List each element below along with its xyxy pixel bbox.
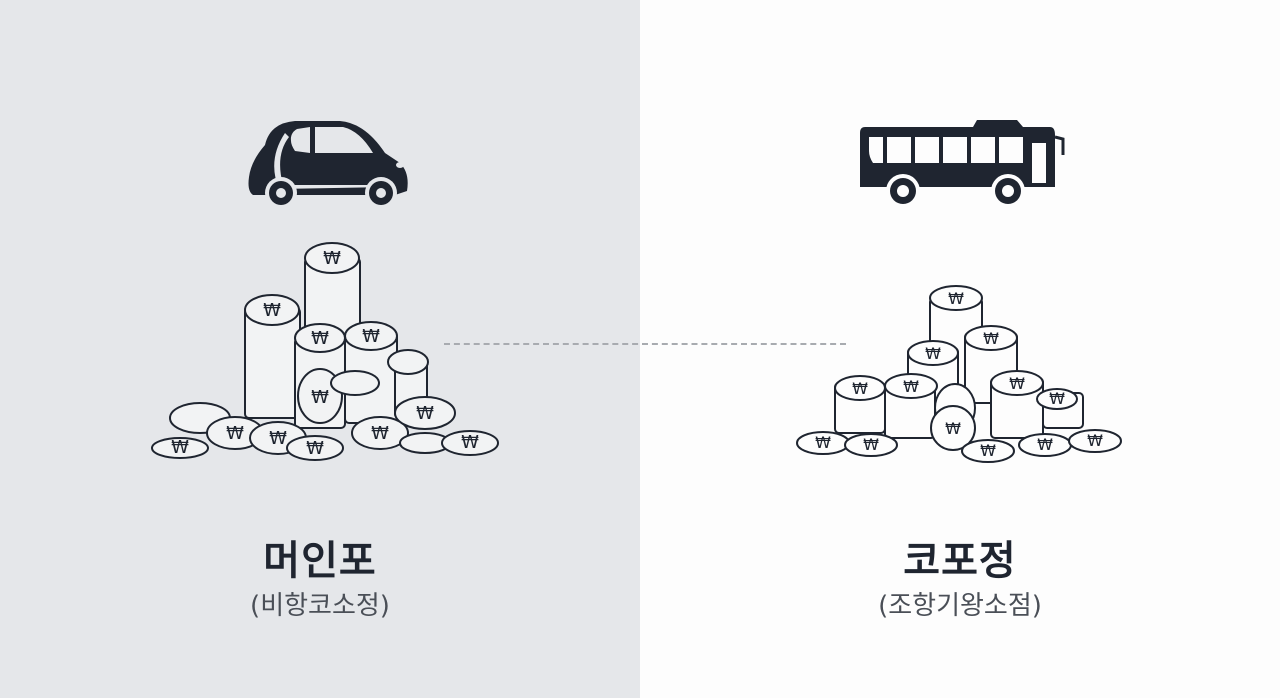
svg-text:₩: ₩ <box>263 300 281 321</box>
svg-text:₩: ₩ <box>1087 431 1103 450</box>
svg-text:₩: ₩ <box>945 419 961 438</box>
svg-text:₩: ₩ <box>416 403 434 424</box>
svg-text:₩: ₩ <box>371 423 389 444</box>
svg-text:₩: ₩ <box>461 432 479 453</box>
svg-text:₩: ₩ <box>903 377 919 396</box>
svg-text:₩: ₩ <box>226 423 244 444</box>
car-icon <box>248 121 408 209</box>
svg-text:₩: ₩ <box>925 344 941 363</box>
svg-text:₩: ₩ <box>311 328 329 349</box>
coin-pile-small-icon: ₩ ₩ ₩ ₩ ₩ ₩ ₩ ₩ ₩ ₩ ₩ ₩ ₩ <box>796 285 1122 463</box>
svg-text:₩: ₩ <box>311 387 329 408</box>
svg-text:₩: ₩ <box>323 248 341 269</box>
svg-text:₩: ₩ <box>863 435 879 454</box>
coin-pile-large-icon: ₩ ₩ ₩ ₩ ₩ ₩ ₩ ₩ ₩ ₩ ₩ ₩ <box>151 242 499 461</box>
right-panel: ₩ ₩ ₩ ₩ ₩ ₩ ₩ ₩ ₩ ₩ ₩ ₩ ₩ 코포정 (조항기왕소점) <box>640 0 1280 698</box>
svg-text:₩: ₩ <box>269 428 287 449</box>
left-panel: ₩ ₩ ₩ ₩ ₩ ₩ ₩ ₩ ₩ ₩ ₩ ₩ 머인포 (비항코소정) <box>0 0 640 698</box>
left-title: 머인포 <box>263 538 377 584</box>
left-subtitle: (비항코소정) <box>250 591 390 621</box>
svg-text:₩: ₩ <box>852 379 868 398</box>
right-title: 코포정 <box>903 538 1017 584</box>
svg-text:₩: ₩ <box>362 326 380 347</box>
svg-text:₩: ₩ <box>1049 389 1065 408</box>
svg-text:₩: ₩ <box>1009 374 1025 393</box>
won-symbol-text: ₩ ₩ ₩ ₩ ₩ ₩ ₩ ₩ ₩ ₩ ₩ ₩ ₩ <box>815 289 1103 460</box>
bus-icon <box>860 120 1065 208</box>
svg-text:₩: ₩ <box>1037 435 1053 454</box>
svg-text:₩: ₩ <box>815 433 831 452</box>
svg-text:₩: ₩ <box>983 329 999 348</box>
right-subtitle: (조항기왕소점) <box>878 591 1042 621</box>
svg-text:₩: ₩ <box>171 437 189 458</box>
svg-text:₩: ₩ <box>980 441 996 460</box>
won-symbol-text: ₩ ₩ ₩ ₩ ₩ ₩ ₩ ₩ ₩ ₩ ₩ ₩ <box>171 248 479 459</box>
svg-text:₩: ₩ <box>948 289 964 308</box>
dashed-connector-line <box>444 343 846 345</box>
svg-text:₩: ₩ <box>306 438 324 459</box>
